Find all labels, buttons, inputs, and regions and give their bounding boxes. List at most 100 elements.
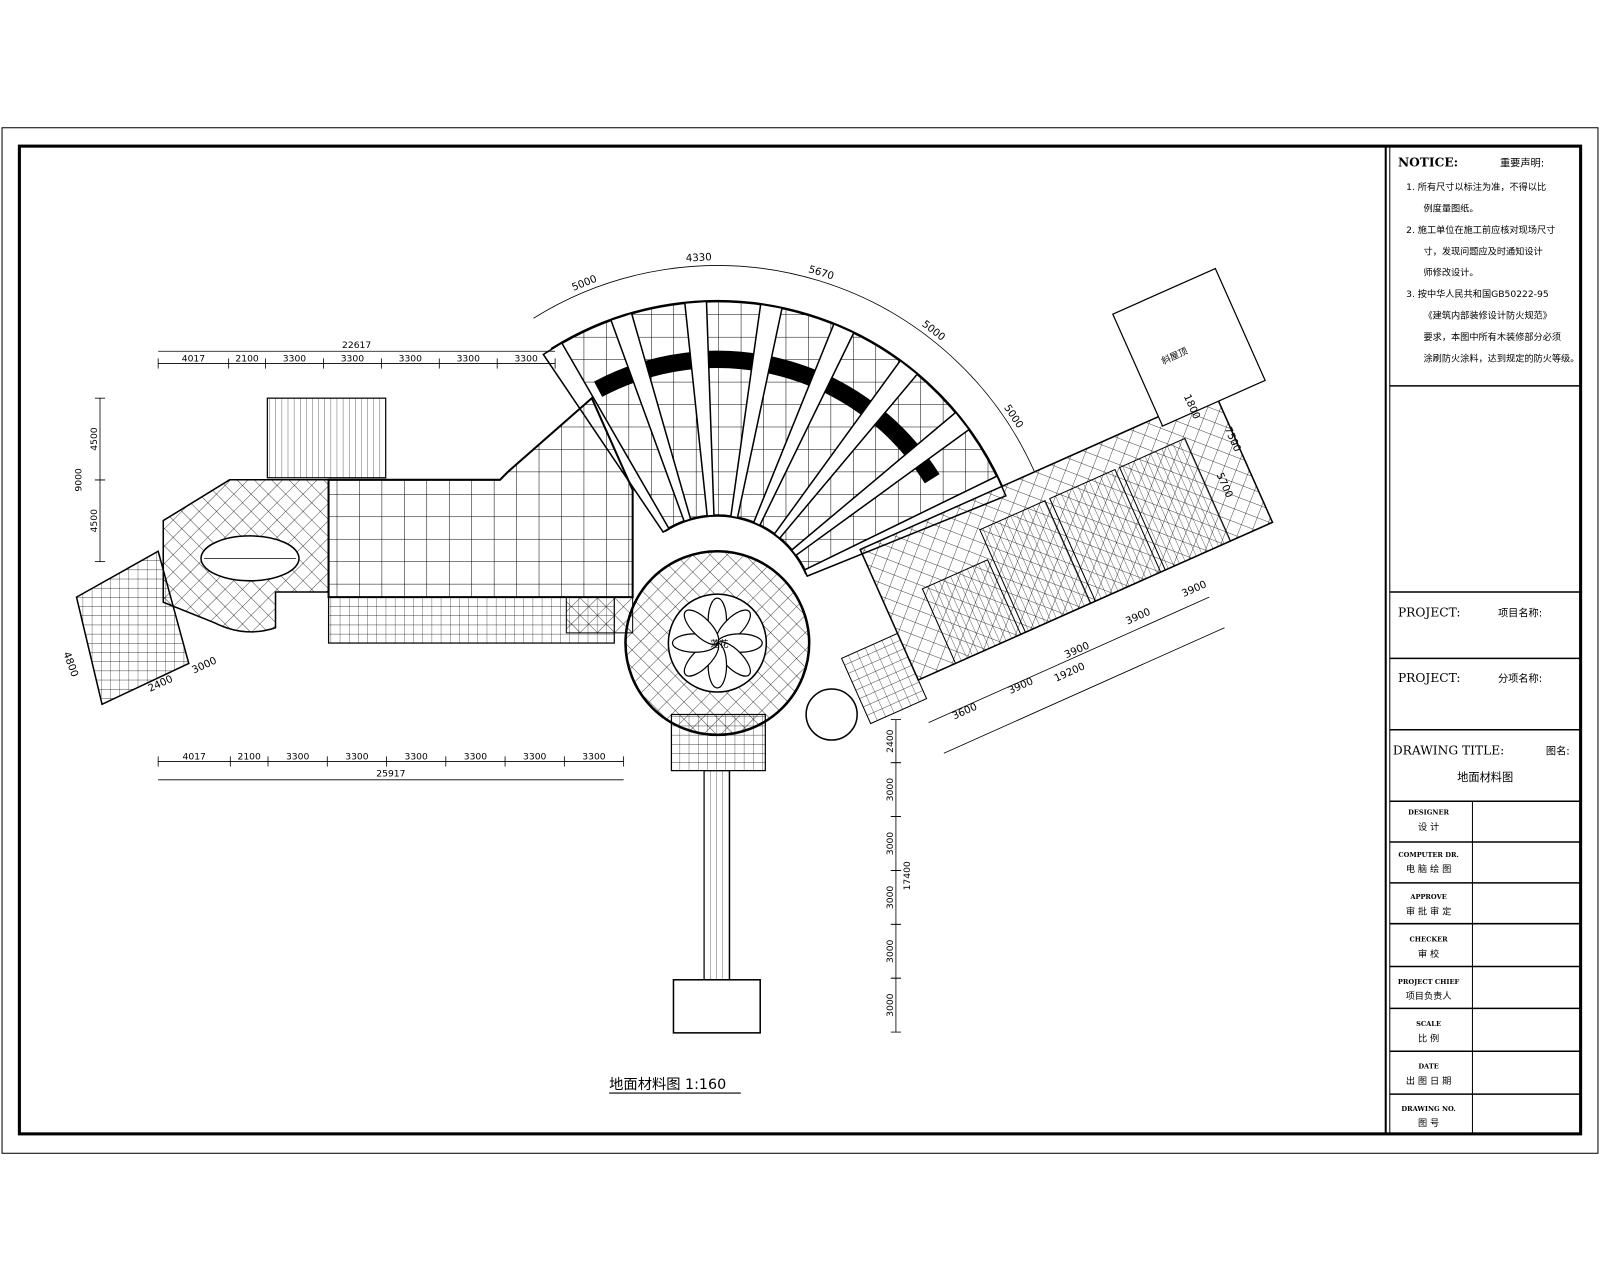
- arc-dimension: 5000: [920, 319, 947, 344]
- dimension-label: 3300: [582, 751, 606, 762]
- row-label-en: DATE: [1418, 1063, 1439, 1071]
- dimension-label: 3300: [399, 353, 423, 364]
- walkway-entry: [670, 713, 766, 772]
- dimension-total: 9000: [74, 468, 85, 492]
- row-label-cn: 审 批 审 定: [1406, 905, 1451, 917]
- row-label-cn: 审 校: [1418, 948, 1439, 960]
- arc-dimension: 4330: [686, 252, 712, 264]
- dimension-label: 4800: [60, 651, 79, 679]
- notice-line: 例度量图纸。: [1423, 202, 1478, 214]
- row-label-en: PROJECT CHIEF: [1398, 978, 1460, 986]
- notice-cn: 重要声明:: [1500, 157, 1544, 170]
- dimension-label: 4500: [89, 509, 100, 533]
- lotus-label: 莲花: [710, 638, 728, 650]
- row-value-field[interactable]: [1474, 974, 1576, 1009]
- row-value-field[interactable]: [1474, 931, 1576, 966]
- dimension-label: 2100: [237, 751, 261, 762]
- dimension-label: 3000: [885, 832, 896, 856]
- dimension-label: 4500: [89, 427, 100, 451]
- walkway-end: [672, 979, 761, 1034]
- dimension-label: 3300: [345, 751, 369, 762]
- lotus-petal: [683, 609, 720, 645]
- notice-line: 寸，发现问题应及时通知设计: [1423, 245, 1542, 257]
- fan-beam: [790, 411, 971, 557]
- notice-line: 《建筑内部装修设计防火规范》: [1423, 310, 1551, 322]
- dimension-label: 3300: [286, 751, 310, 762]
- toilet-block: [75, 550, 190, 706]
- notice-line: 1. 所有尺寸以标注为准，不得以比: [1406, 181, 1546, 193]
- dimension-label: 3000: [885, 939, 896, 963]
- upper-deck: [266, 397, 387, 479]
- row-label-cn: 设 计: [1418, 821, 1439, 833]
- row-value-field[interactable]: [1474, 847, 1576, 882]
- dimension-label: 3900: [1180, 579, 1208, 600]
- right-wing: 斜屋顶: [840, 267, 1274, 725]
- dimension-label: 4017: [182, 353, 206, 364]
- inner-border: [17, 144, 1583, 1136]
- arc-dimension: 5670: [807, 264, 835, 282]
- dimension-label: 3000: [885, 778, 896, 802]
- subproject-name-label: 分项名称:: [1498, 672, 1542, 685]
- project-name-label: 项目名称:: [1498, 607, 1542, 620]
- drawing-title-label: DRAWING TITLE:: [1393, 743, 1504, 757]
- fan-beam: [773, 359, 919, 540]
- dimension-label: 3300: [405, 751, 429, 762]
- row-label-cn: 项目负责人: [1406, 990, 1452, 1002]
- fan-beam: [729, 303, 783, 519]
- fan-beam: [683, 300, 715, 517]
- drawing-caption: 地面材料图 1:160: [609, 1076, 726, 1093]
- notice-line: 要求，本图中所有木装修部分必须: [1423, 331, 1561, 343]
- dimension-label: 3000: [190, 655, 218, 676]
- row-label-en: SCALE: [1416, 1020, 1441, 1028]
- row-value-field[interactable]: [1474, 1058, 1576, 1093]
- row-label-cn: 图 号: [1418, 1118, 1439, 1129]
- dimension-label: 3300: [457, 353, 481, 364]
- dimension-label: 2400: [885, 729, 896, 753]
- fan-beam: [609, 312, 692, 523]
- dimension-label: 3300: [523, 751, 547, 762]
- outer-border: [1, 127, 1599, 1154]
- row-label-en: COMPUTER DR.: [1398, 851, 1459, 859]
- dimension-label: 3600: [951, 702, 979, 723]
- drawing-title-value: 地面材料图: [1457, 770, 1513, 784]
- subproject-label: PROJECT:: [1398, 671, 1461, 685]
- dimension-label: 4017: [183, 751, 207, 762]
- row-label-cn: 出 图 日 期: [1406, 1075, 1451, 1087]
- row-value-field[interactable]: [1474, 804, 1576, 839]
- fan-beam: [752, 322, 855, 527]
- arc-dimension: 5000: [570, 274, 598, 294]
- dimension-total: 17400: [902, 861, 913, 890]
- notice-line: 师修改设计。: [1423, 267, 1478, 279]
- dimension-label: 3300: [283, 353, 307, 364]
- dimension-label: 3900: [1063, 641, 1091, 662]
- dimension-label: 3300: [341, 353, 365, 364]
- dimension-label: 2100: [235, 353, 259, 364]
- row-label-cn: 比 例: [1418, 1033, 1439, 1045]
- walkway: [703, 770, 731, 981]
- dimension-label: 3000: [885, 886, 896, 910]
- dimension-total: 25917: [376, 769, 405, 780]
- notice-line: 涂刷防火涂料，达到规定的防火等级。: [1423, 352, 1579, 364]
- floor-plan: 莲花 斜屋顶 4017 2100 3300 3300 3300 3300 3300 22617…: [60, 252, 1274, 1034]
- arc-dimension: 5000: [1001, 403, 1024, 431]
- notice-line: 3. 按中华人民共和国GB50222-95: [1406, 288, 1549, 300]
- row-label-cn: 电 脑 绘 图: [1406, 863, 1451, 875]
- dimension-label: 3300: [514, 353, 538, 364]
- row-label-en: DRAWING NO.: [1401, 1105, 1455, 1113]
- dimension-label: 3000: [885, 993, 896, 1017]
- project-label: PROJECT:: [1398, 606, 1461, 620]
- row-label-en: CHECKER: [1409, 936, 1448, 944]
- row-label-en: APPROVE: [1409, 893, 1446, 901]
- row-value-field[interactable]: [1474, 1016, 1576, 1051]
- dimension-label: 3900: [1007, 676, 1035, 697]
- row-label-en: DESIGNER: [1408, 808, 1449, 816]
- row-value-field[interactable]: [1474, 1101, 1576, 1136]
- dimension-label: 3300: [464, 751, 488, 762]
- lotus-pattern: 莲花: [671, 597, 763, 689]
- row-value-field[interactable]: [1474, 889, 1576, 924]
- title-block: NOTICE: 重要声明: 1. 所有尺寸以标注为准，不得以比例度量图纸。2. …: [1384, 146, 1581, 1136]
- dimension-total: 22617: [342, 340, 371, 351]
- ramp: [565, 596, 634, 634]
